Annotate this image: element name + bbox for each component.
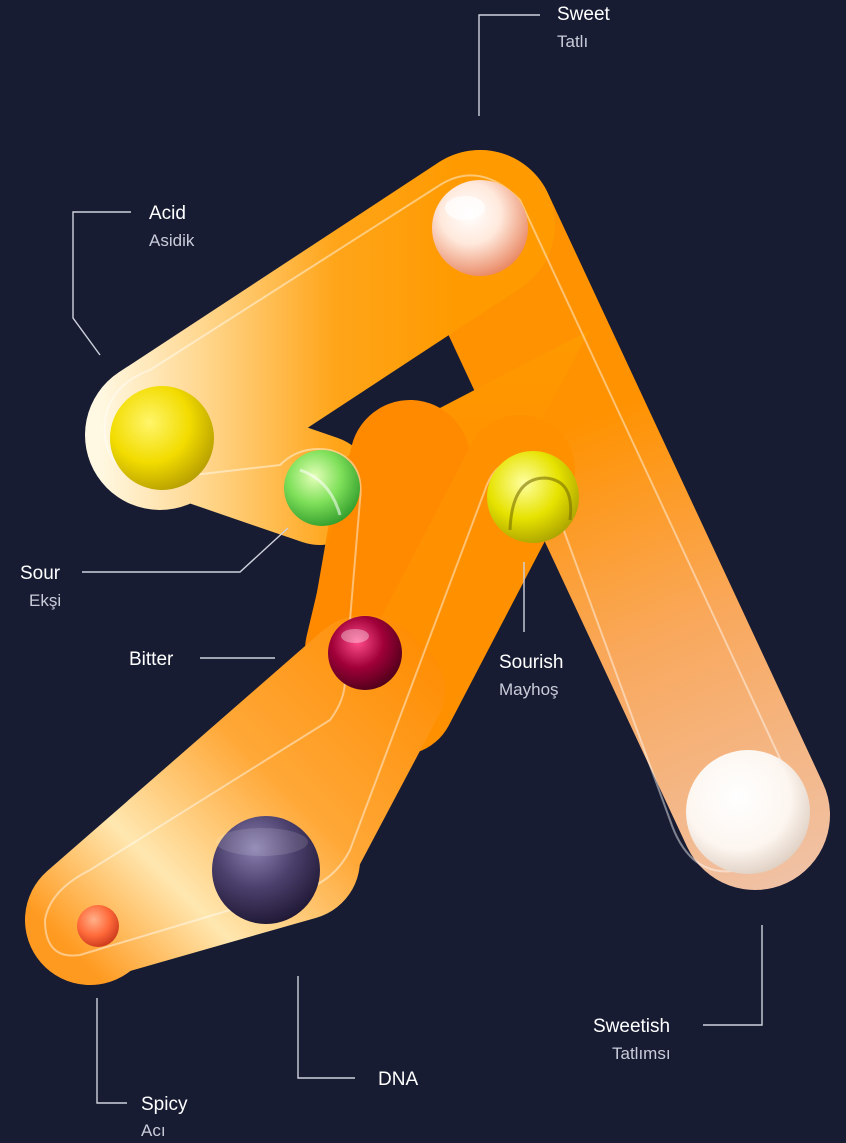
label-sour-tr: Ekşi (29, 591, 61, 610)
label-acid: Acid Asidik (149, 203, 195, 250)
label-dna-en: DNA (378, 1069, 418, 1090)
label-sweetish: Sweetish Tatlımsı (593, 1016, 671, 1063)
label-acid-tr: Asidik (149, 231, 195, 250)
sphere-acid (110, 386, 214, 490)
leader-acid (73, 212, 131, 355)
sphere-dna (212, 816, 320, 924)
leader-spicy (97, 998, 127, 1103)
label-sour: Sour Ekşi (20, 563, 61, 610)
label-dna: DNA (378, 1069, 418, 1090)
label-spicy-tr: Acı (141, 1121, 166, 1140)
leader-dna (298, 976, 355, 1078)
label-sweet: Sweet Tatlı (557, 4, 611, 51)
label-spicy-en: Spicy (141, 1094, 188, 1115)
sphere-bitter (328, 616, 402, 690)
label-spicy: Spicy Acı (141, 1094, 188, 1140)
sphere-sour (284, 450, 360, 526)
label-bitter-en: Bitter (129, 649, 174, 670)
label-bitter: Bitter (129, 649, 174, 670)
leader-sour (82, 528, 288, 572)
label-sweetish-tr: Tatlımsı (612, 1044, 671, 1063)
label-sourish-en: Sourish (499, 652, 563, 673)
label-sour-en: Sour (20, 563, 61, 584)
sphere-spicy (77, 905, 119, 947)
label-sourish-tr: Mayhoş (499, 680, 559, 699)
label-sweetish-en: Sweetish (593, 1016, 670, 1037)
label-sourish: Sourish Mayhoş (499, 652, 563, 699)
leader-sweet (479, 15, 540, 116)
leader-sweetish (703, 925, 762, 1025)
label-sweet-tr: Tatlı (557, 32, 588, 51)
label-acid-en: Acid (149, 203, 186, 224)
taste-ribbon (45, 175, 791, 955)
sphere-sweetish (686, 750, 810, 874)
sphere-sourish (487, 451, 579, 543)
label-sweet-en: Sweet (557, 4, 611, 25)
sphere-sweet (432, 180, 528, 276)
